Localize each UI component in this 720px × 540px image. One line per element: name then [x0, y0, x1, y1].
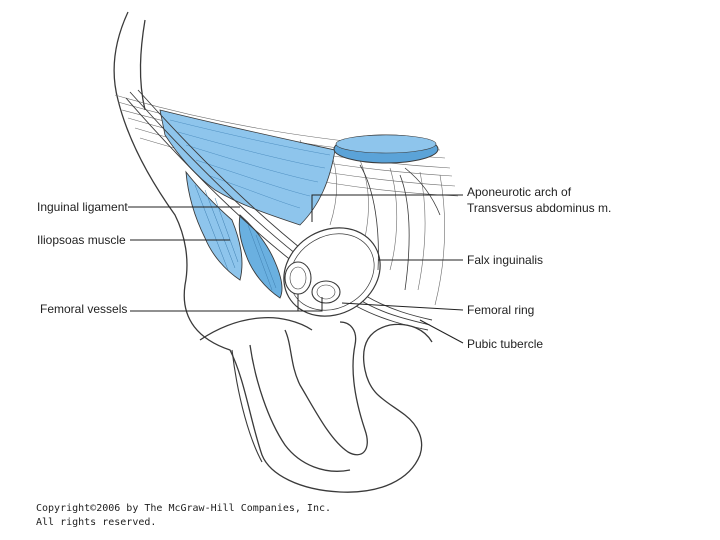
leader-lines: [128, 194, 464, 344]
transversus-fibers: [169, 119, 331, 209]
femoral-vein-inner: [316, 284, 336, 300]
label-femoral-ring: Femoral ring: [467, 303, 535, 317]
femoral-sheath: [283, 227, 381, 317]
iliopsoas-muscle-shape-2: [238, 214, 283, 299]
leader-pubic-tubercle: [419, 319, 464, 344]
thigh-outline: [231, 349, 263, 463]
copyright-line1: Copyright©2006 by The McGraw-Hill Compan…: [36, 503, 332, 514]
leader-femoral-ring: [341, 302, 464, 311]
copyright-line2: All rights reserved.: [36, 517, 157, 528]
label-aponeurotic-arch-line2: Transversus abdominus m.: [467, 201, 612, 215]
falx-inguinalis-shape: [359, 164, 441, 291]
leader-aponeurotic-arch: [311, 194, 463, 222]
iliopsoas-fibers: [194, 184, 277, 291]
label-femoral-vessels: Femoral vessels: [40, 302, 128, 316]
pelvic-bone: [113, 11, 433, 493]
femoral-vein: [311, 280, 341, 304]
label-iliopsoas-muscle: Iliopsoas muscle: [37, 233, 126, 247]
rectus-abdominis-top: [335, 134, 437, 154]
label-aponeurotic-arch-line1: Aponeurotic arch of: [467, 185, 572, 199]
transversus-muscle-sheet: [159, 109, 336, 226]
leader-femoral-vessels: [130, 297, 323, 312]
label-pubic-tubercle: Pubic tubercle: [467, 337, 544, 351]
label-inguinal-ligament: Inguinal ligament: [37, 200, 128, 214]
iliopsoas-muscle-shape: [185, 170, 243, 281]
label-falx-inguinalis: Falx inguinalis: [467, 253, 544, 267]
femoral-artery-inner: [289, 266, 307, 290]
